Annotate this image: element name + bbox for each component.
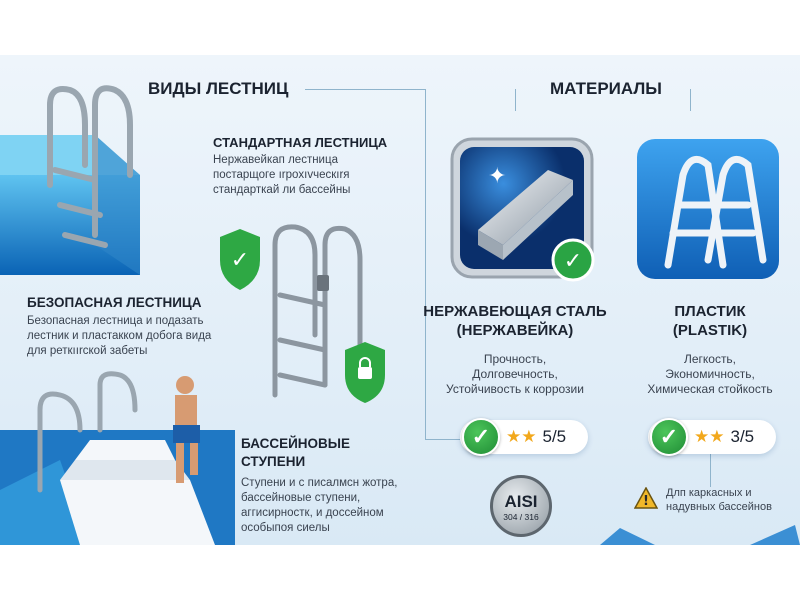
safe-ladder-text: Безопасная лестница и подазать лестник и… [27, 314, 211, 359]
check-icon: ✓ [650, 418, 688, 456]
stainless-steel-icon: ✦ ✓ [450, 137, 595, 282]
types-title: ВИДЫ ЛЕСТНИЦ [148, 79, 289, 98]
text-line: Устойчивость к коррозии [446, 382, 584, 396]
pool-steps-illustration [0, 371, 235, 545]
title-line: БАССЕЙНОВЫЕ [241, 436, 351, 451]
aisi-badge: AISI 304 / 316 [490, 475, 552, 537]
text-line: лестник и пластакком добога вида [27, 330, 212, 342]
safe-ladder-illustration: ✓ [220, 224, 385, 403]
plastic-rating: ✓ ★★ 3/5 [648, 418, 776, 456]
connector [305, 89, 425, 90]
standard-ladder-text: Нержавейкап лестница постарщоге ırpoxıvч… [213, 153, 350, 198]
materials-title: МАТЕРИАЛЫ [550, 79, 662, 98]
warning-icon: ! [634, 487, 658, 509]
plastic-icon [637, 139, 779, 279]
title-line: (PLASTIK) [672, 322, 748, 339]
text-line: аггисирностк, и доссейном [241, 507, 384, 519]
connector [515, 89, 516, 111]
title-line: НЕРЖАВЕЮЩАЯ СТАЛЬ [423, 303, 607, 320]
text-line: Прочность, [483, 352, 547, 366]
text-line: постарщоге ırpoxıvческırя [213, 169, 350, 181]
text-line: Химическая стойкость [647, 382, 773, 396]
standard-ladder-pool-illustration [0, 85, 140, 275]
pool-steps-title: БАССЕЙНОВЫЕ СТУПЕНИ [241, 435, 350, 471]
infographic-panel: ВИДЫ ЛЕСТНИЦ СТАНДАРТНАЯ ЛЕСТНИЦА Нержав… [0, 55, 800, 545]
text-line: для реткıırской забеты [27, 345, 148, 357]
title-line: ПЛАСТИК [674, 303, 746, 320]
steel-title: НЕРЖАВЕЮЩАЯ СТАЛЬ (НЕРЖАВЕЙКА) [420, 302, 610, 340]
svg-text:✓: ✓ [231, 248, 249, 273]
badge-sub: 304 / 316 [503, 512, 539, 522]
text-line: особыпоя сиелы [241, 522, 330, 534]
text-line: Безопасная лестница и подазать [27, 315, 204, 327]
connector [425, 89, 426, 439]
title-line: СТУПЕНИ [241, 454, 306, 469]
text-line: бассейновые ступени, [241, 492, 361, 504]
check-icon: ✓ [462, 418, 500, 456]
plastic-features: Легкость, Экономичность, Химическая стой… [615, 352, 800, 397]
badge-main: AISI [504, 492, 538, 511]
star-icon: ★★ [694, 427, 725, 446]
text-line: Ступени и с писалмсн жотра, [241, 477, 398, 489]
steel-features: Прочность, Долговечность, Устойчивость к… [420, 352, 610, 397]
text-line: Долговечность, [472, 367, 558, 381]
text-line: Легкость, [683, 352, 737, 366]
star-icon: ★★ [506, 427, 537, 446]
text-line: Нержавейкап лестница [213, 154, 338, 166]
safe-ladder-title: БЕЗОПАСНАЯ ЛЕСТНИЦА [27, 295, 202, 310]
title-line: (НЕРЖАВЕЙКА) [456, 322, 574, 339]
text-line: стандарткай ли бассейны [213, 184, 351, 196]
connector [710, 447, 711, 487]
connector [425, 439, 460, 440]
steel-rating: ✓ ★★ 5/5 [460, 418, 588, 456]
rating-value: 3/5 [730, 427, 755, 446]
svg-text:!: ! [643, 494, 649, 509]
pool-corner-decoration [600, 525, 800, 545]
connector [690, 89, 691, 111]
rating-value: 5/5 [542, 427, 567, 446]
pool-steps-text: Ступени и с писалмсн жотра, бассейновые … [241, 476, 397, 536]
text-line: Длп каркасных и [666, 487, 752, 499]
text-line: Экономичность, [665, 367, 755, 381]
svg-text:✦: ✦ [488, 164, 506, 189]
svg-text:✓: ✓ [564, 249, 582, 274]
standard-ladder-title: СТАНДАРТНАЯ ЛЕСТНИЦА [213, 135, 388, 150]
plastic-title: ПЛАСТИК (PLASTIK) [615, 302, 800, 340]
text-line: надувных бассейнов [666, 501, 772, 513]
plastic-warning: Длп каркасных и надувных бассейнов [666, 486, 772, 514]
